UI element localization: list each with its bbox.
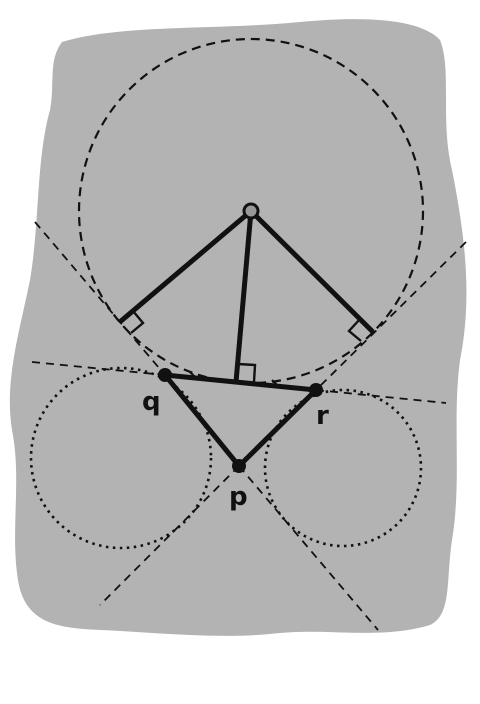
point-p bbox=[232, 459, 246, 473]
point-r bbox=[309, 383, 323, 397]
segment-q-r bbox=[162, 372, 319, 393]
label-r: r bbox=[316, 401, 329, 431]
label-p: p bbox=[229, 482, 248, 512]
tick-mark-right bbox=[271, 379, 281, 389]
right-angle-marker-left bbox=[130, 310, 145, 334]
tangent-line-r-horizontal bbox=[315, 389, 447, 404]
segment-center-to-right-foot bbox=[248, 208, 375, 334]
tick-mark-left bbox=[189, 371, 199, 381]
tick-marks bbox=[189, 371, 281, 389]
tangent-line-r-right bbox=[315, 241, 467, 391]
tangent-line-p-left bbox=[99, 465, 240, 606]
tangent-lines bbox=[31, 221, 467, 631]
right-angle-markers bbox=[130, 310, 362, 383]
segment-center-to-left-foot bbox=[118, 208, 254, 324]
segment-center-to-qr-foot bbox=[233, 208, 254, 385]
center-point bbox=[242, 202, 260, 220]
tangent-line-p-right bbox=[238, 465, 379, 631]
segment-r-p bbox=[236, 387, 319, 469]
label-q: q bbox=[142, 387, 161, 417]
grey-region bbox=[9, 19, 467, 636]
right-angle-marker-bottom bbox=[237, 362, 257, 383]
point-q bbox=[158, 368, 172, 382]
segment-q-p bbox=[162, 372, 242, 469]
thick-segments bbox=[118, 208, 375, 469]
right-angle-marker-right bbox=[347, 318, 362, 342]
small-dotted-circle-right bbox=[263, 388, 423, 548]
tangent-line-q-left bbox=[34, 221, 166, 376]
small-dotted-circle-left bbox=[29, 366, 213, 550]
